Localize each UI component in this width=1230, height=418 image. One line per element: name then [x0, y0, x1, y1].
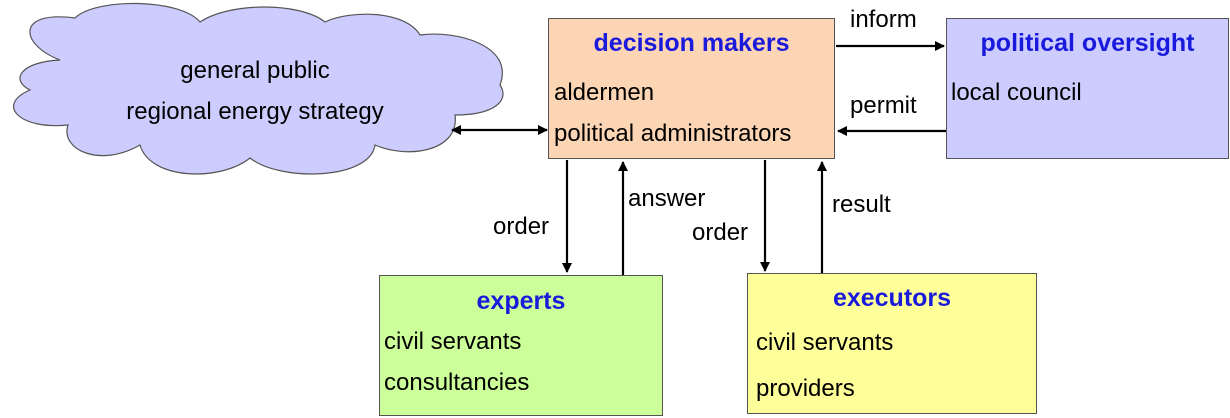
executors-title: executors: [832, 284, 952, 312]
political-oversight-box: political oversight local council: [946, 18, 1229, 159]
executors-line-2: providers: [756, 375, 855, 402]
public-line-1: general public: [180, 57, 330, 84]
order-experts-label: order: [493, 213, 550, 240]
experts-box: experts civil servants consultancies: [379, 275, 663, 416]
decision-makers-line-1: aldermen: [554, 79, 655, 106]
cloud-shape: [13, 2, 504, 175]
inform-label: inform: [850, 6, 917, 33]
experts-line-2: consultancies: [384, 369, 530, 396]
political-oversight-title: political oversight: [980, 29, 1195, 57]
result-label: result: [832, 191, 891, 218]
experts-title: experts: [476, 287, 566, 315]
decision-makers-line-2: political administrators: [554, 120, 792, 147]
permit-label: permit: [850, 92, 917, 119]
answer-label: answer: [628, 185, 706, 212]
public-line-2: regional energy strategy: [126, 98, 384, 125]
executors-line-1: civil servants: [756, 329, 894, 356]
experts-line-1: civil servants: [384, 328, 522, 355]
decision-makers-box: decision makers aldermen political admin…: [548, 18, 835, 159]
decision-makers-title: decision makers: [593, 29, 790, 57]
executors-box: executors civil servants providers: [747, 273, 1037, 414]
political-oversight-line-1: local council: [951, 79, 1082, 106]
order-executors-label: order: [692, 219, 749, 246]
